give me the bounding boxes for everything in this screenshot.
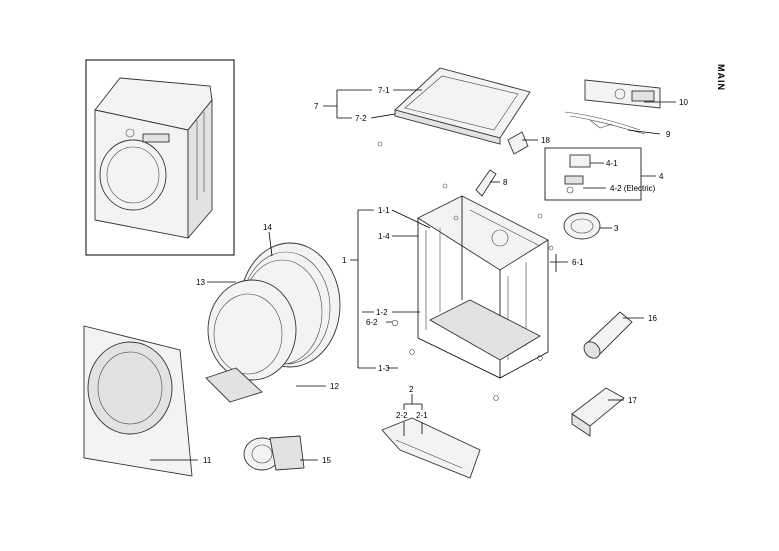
callout-2-1: 2-1: [416, 411, 428, 420]
callout-labels: 7 7-1 7-2 10 9 18 8 4 4-1 4-2 (Electric)…: [196, 86, 688, 465]
section-label: MAIN: [716, 64, 726, 91]
callout-4-2: 4-2 (Electric): [610, 184, 656, 193]
base-part: [381, 417, 481, 479]
callout-6-1: 6-1: [572, 258, 584, 267]
callout-7-1: 7-1: [378, 86, 390, 95]
exhaust-pipe-part: [583, 311, 633, 359]
callout-1-3: 1-3: [378, 364, 390, 373]
callout-13: 13: [196, 278, 205, 287]
callout-1-2: 1-2: [376, 308, 388, 317]
callout-18: 18: [541, 136, 550, 145]
callout-8: 8: [503, 178, 508, 187]
callout-16: 16: [648, 314, 657, 323]
control-panel-part: [584, 79, 661, 109]
front-panel-part: [83, 325, 193, 477]
callout-2: 2: [409, 385, 414, 394]
bracket-part: [475, 169, 497, 197]
pcb-group: [544, 147, 642, 201]
callout-7-2: 7-2: [355, 114, 367, 123]
leader-lines: [150, 89, 676, 461]
callout-1: 1: [342, 256, 347, 265]
callout-15: 15: [322, 456, 331, 465]
oval-duct-part: [563, 212, 601, 240]
callout-12: 12: [330, 382, 339, 391]
screws: [377, 141, 554, 401]
callout-3: 3: [614, 224, 619, 233]
callout-1-1: 1-1: [378, 206, 390, 215]
callout-2-2: 2-2: [396, 411, 408, 420]
callout-11: 11: [203, 456, 212, 465]
heater-part: [571, 387, 625, 437]
callout-7: 7: [314, 102, 319, 111]
callout-4-1: 4-1: [606, 159, 618, 168]
blower-part: [243, 435, 305, 471]
callout-9: 9: [666, 130, 671, 139]
top-panel-part: [394, 67, 531, 145]
cabinet-frame-part: [417, 195, 549, 379]
connector-part: [507, 131, 529, 155]
wire-harness-part: [564, 111, 646, 135]
callout-6-2: 6-2: [366, 318, 378, 327]
callout-17: 17: [628, 396, 637, 405]
drum-assembly-part: [205, 242, 341, 403]
callout-1-4: 1-4: [378, 232, 390, 241]
callout-14: 14: [263, 223, 272, 232]
assembled-dryer-inset: [85, 59, 235, 256]
callout-4: 4: [659, 172, 664, 181]
callout-10: 10: [679, 98, 688, 107]
